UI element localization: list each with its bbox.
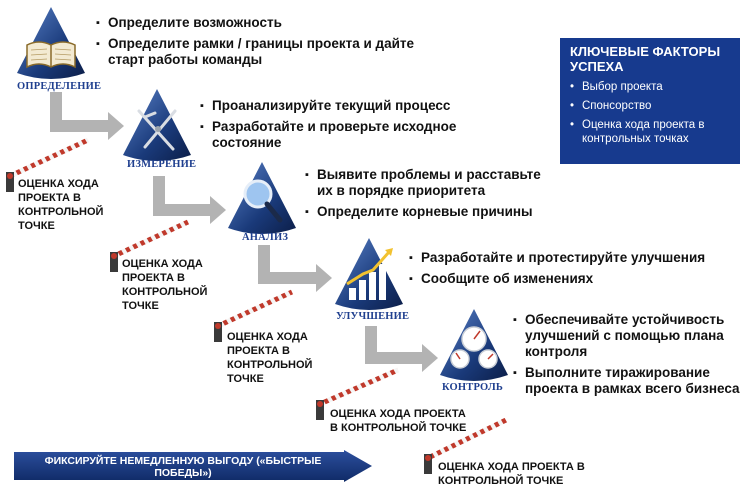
barrier-icon-2 [110, 219, 190, 272]
stage-bullets-define: Определите возможность Определите рамки … [96, 15, 436, 73]
stage-bullets-control: Обеспечивайте устойчивость улучшений с п… [513, 312, 743, 402]
gauges-icon [440, 309, 508, 381]
bullet: Выявите проблемы и расставьте их в поряд… [305, 167, 550, 199]
bullet: Обеспечивайте устойчивость улучшений с п… [513, 312, 743, 360]
bullet: Определите корневые причины [305, 204, 550, 220]
barrier-icon-1 [6, 137, 90, 192]
step-arrow-3 [258, 245, 332, 292]
stage-label-measure: ИЗМЕРЕНИЕ [127, 159, 197, 170]
stage-bullets-measure: Проанализируйте текущий процесс Разработ… [200, 98, 490, 156]
stage-label-analyze: АНАЛИЗ [242, 232, 289, 243]
quick-wins-arrow [14, 450, 372, 482]
magnifier-icon [228, 162, 296, 234]
stage-bullets-improve: Разработайте и протестируйте улучшения С… [409, 250, 729, 292]
barrier-icon-3 [214, 289, 294, 342]
bullet: Выполните тиражирование проекта в рамках… [513, 365, 743, 397]
bullet: Определите рамки / границы проекта и дай… [96, 36, 436, 68]
bullet: Разработайте и протестируйте улучшения [409, 250, 729, 266]
bullet: Сообщите об изменениях [409, 271, 729, 287]
checkpoint-label-1: ОЦЕНКА ХОДА ПРОЕКТА В КОНТРОЛЬНОЙ ТОЧКЕ [18, 178, 104, 232]
caliper-icon [123, 89, 191, 161]
checkpoint-label-4: ОЦЕНКА ХОДА ПРОЕКТА В КОНТРОЛЬНОЙ ТОЧКЕ [330, 408, 467, 434]
key-factors-box: КЛЮЧЕВЫЕ ФАКТОРЫ УСПЕХА Выбор проекта Сп… [560, 38, 740, 164]
key-factors-list: Выбор проекта Спонсорство Оценка хода пр… [570, 80, 732, 146]
stage-label-improve: УЛУЧШЕНИЕ [336, 311, 410, 322]
step-arrow-2 [153, 176, 226, 224]
step-arrow-4 [365, 326, 438, 372]
checkpoint-label-5: ОЦЕНКА ХОДА ПРОЕКТА В КОНТРОЛЬНОЙ ТОЧКЕ [438, 461, 585, 487]
checkpoint-label-3: ОЦЕНКА ХОДА ПРОЕКТА В КОНТРОЛЬНОЙ ТОЧКЕ [227, 331, 313, 385]
bullet: Разработайте и проверьте исходное состоя… [200, 119, 490, 151]
growth-chart-icon [335, 238, 403, 310]
key-factor-item: Спонсорство [570, 99, 732, 113]
barrier-icon-4 [316, 367, 399, 420]
stage-label-define: ОПРЕДЕЛЕНИЕ [17, 81, 102, 92]
book-icon [17, 7, 85, 79]
key-factor-item: Выбор проекта [570, 80, 732, 94]
stage-label-control: КОНТРОЛЬ [442, 382, 504, 393]
bullet: Проанализируйте текущий процесс [200, 98, 490, 114]
key-factor-item: Оценка хода проекта в контрольных точках [570, 118, 732, 146]
step-arrow-1 [50, 92, 124, 140]
key-factors-title: КЛЮЧЕВЫЕ ФАКТОРЫ УСПЕХА [570, 44, 721, 74]
bullet: Определите возможность [96, 15, 436, 31]
checkpoint-label-2: ОЦЕНКА ХОДА ПРОЕКТА В КОНТРОЛЬНОЙ ТОЧКЕ [122, 258, 208, 312]
quick-wins-banner-text: ФИКСИРУЙТЕ НЕМЕДЛЕННУЮ ВЫГОДУ («БЫСТРЫЕ … [18, 455, 348, 491]
stage-bullets-analyze: Выявите проблемы и расставьте их в поряд… [305, 167, 550, 225]
banner-line-2: НА КАЖДОМ ШАГЕ [133, 479, 233, 491]
banner-line-1: ФИКСИРУЙТЕ НЕМЕДЛЕННУЮ ВЫГОДУ («БЫСТРЫЕ … [44, 455, 322, 479]
barrier-icon-5 [424, 417, 508, 474]
